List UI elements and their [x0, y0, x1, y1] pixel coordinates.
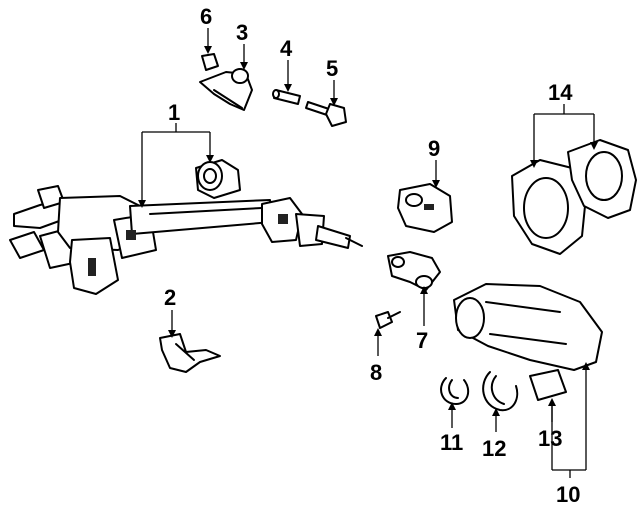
callout-label-14: 14 — [548, 80, 573, 105]
callout-9: 9 — [428, 136, 440, 188]
clamp-large-drawing — [482, 371, 519, 412]
callout-3: 3 — [236, 20, 248, 70]
callout-10: 10 — [548, 362, 590, 507]
steering-column-drawing — [9, 185, 363, 295]
lock-bracket-drawing — [199, 68, 253, 111]
column-bushing-drawing — [195, 159, 241, 199]
callout-label-12: 12 — [482, 436, 506, 461]
callout-1: 1 — [138, 100, 214, 208]
callout-label-5: 5 — [326, 56, 338, 81]
callout-label-9: 9 — [428, 136, 440, 161]
nut-drawing — [201, 53, 219, 71]
screw-drawing — [375, 311, 401, 329]
callout-label-11: 11 — [440, 430, 463, 455]
switch-housing-drawing — [397, 183, 453, 233]
callout-label-10: 10 — [556, 482, 580, 507]
callout-2: 2 — [164, 285, 176, 338]
clamp-small-drawing — [440, 377, 470, 405]
bolt-drawing — [305, 101, 347, 127]
callout-5: 5 — [326, 56, 338, 106]
callout-7: 7 — [416, 286, 428, 353]
callout-label-13: 13 — [538, 426, 562, 451]
callout-13: 13 — [538, 404, 562, 451]
pin-drawing — [272, 89, 301, 105]
callout-label-6: 6 — [200, 4, 212, 29]
callout-14: 14 — [530, 80, 598, 168]
callout-12: 12 — [482, 408, 506, 461]
callout-label-8: 8 — [370, 360, 382, 385]
callout-label-2: 2 — [164, 285, 176, 310]
callout-label-7: 7 — [416, 328, 428, 353]
callout-label-1: 1 — [168, 100, 180, 125]
column-boot-drawing — [511, 139, 637, 255]
callout-4: 4 — [280, 36, 293, 92]
callout-label-4: 4 — [280, 36, 293, 61]
callout-label-3: 3 — [236, 20, 248, 45]
callout-6: 6 — [200, 4, 212, 54]
column-shroud-drawing — [453, 283, 603, 371]
pad-drawing — [529, 369, 567, 401]
bracket-drawing — [159, 333, 221, 373]
callout-8: 8 — [370, 328, 382, 385]
switch-drawing — [387, 251, 441, 291]
callout-11: 11 — [440, 402, 463, 455]
